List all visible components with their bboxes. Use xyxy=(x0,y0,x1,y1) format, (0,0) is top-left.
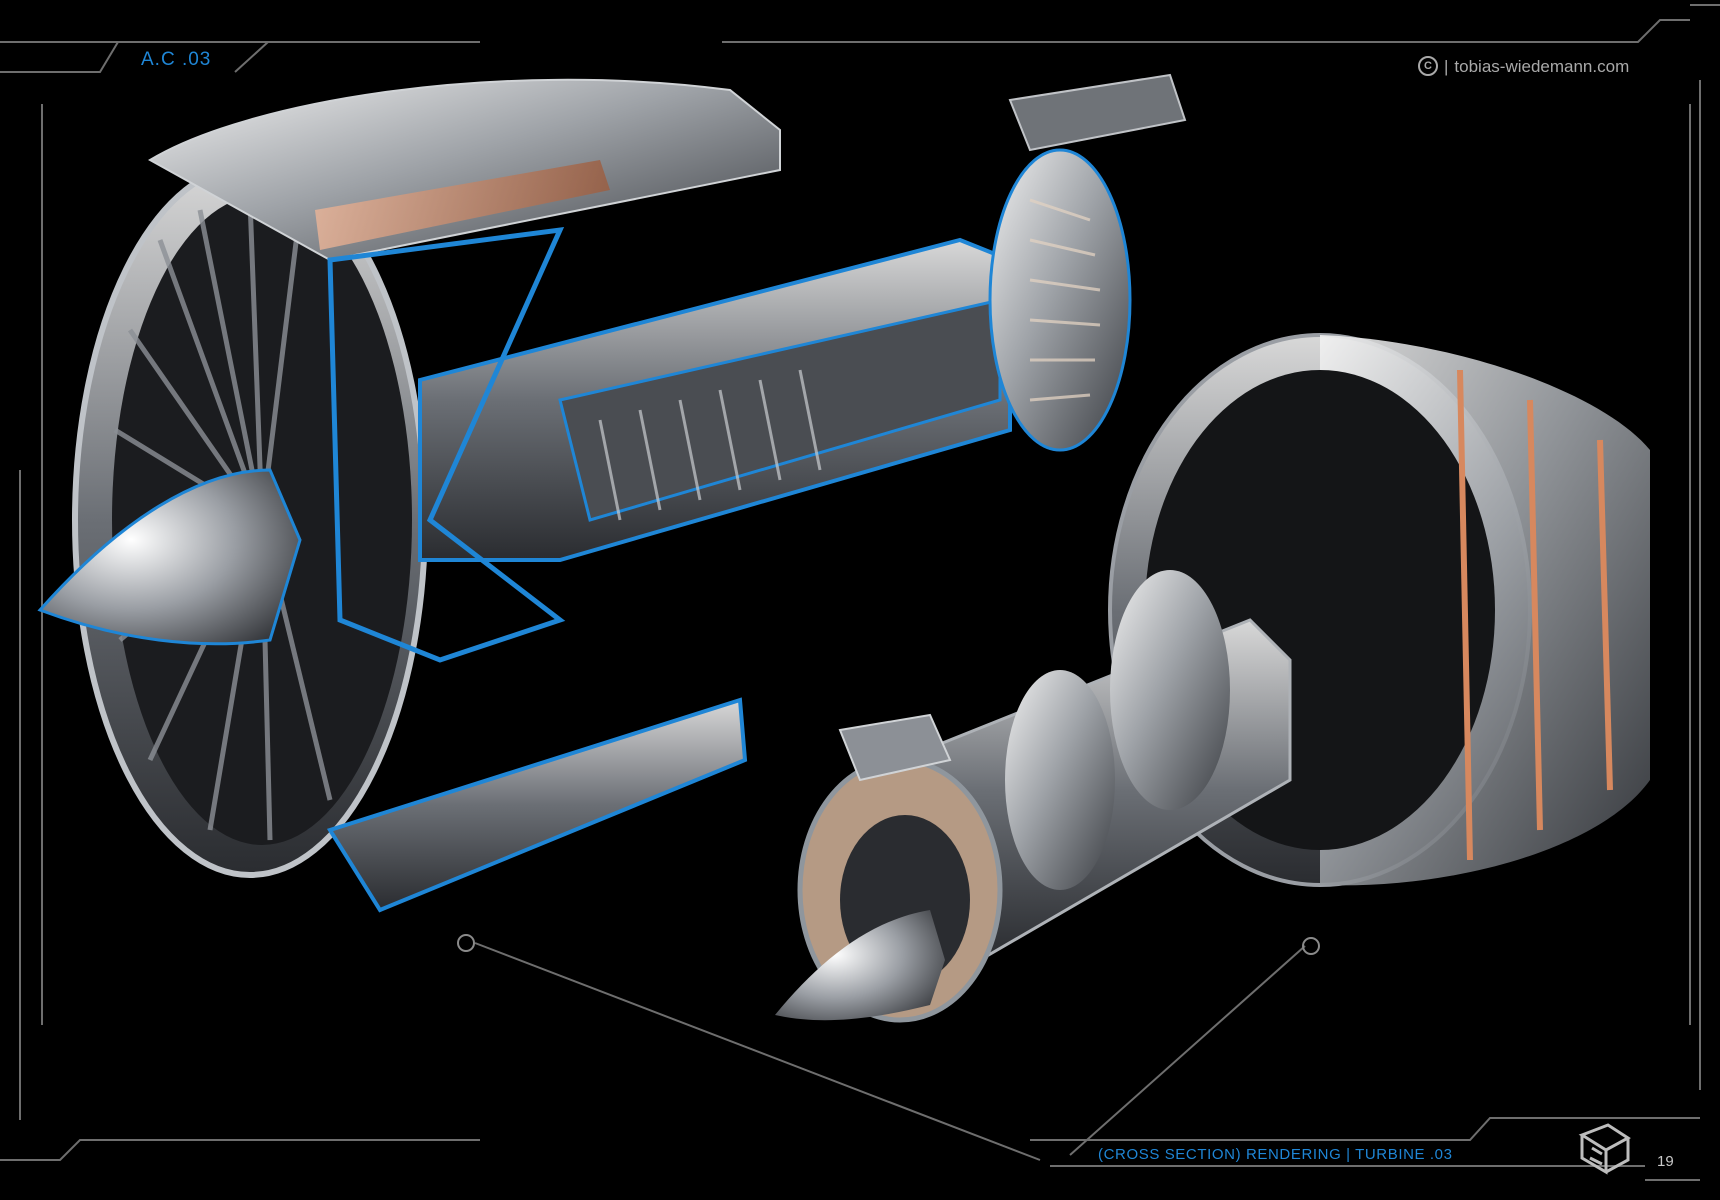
cutaway-engine xyxy=(37,73,1187,913)
exploded-engine xyxy=(775,333,1650,1023)
credit-separator: | xyxy=(1444,56,1449,76)
copyright-icon: C xyxy=(1418,56,1438,76)
credit-line: C | tobias-wiedemann.com xyxy=(1418,56,1629,76)
caption-label: (CROSS SECTION) RENDERING | TURBINE .03 xyxy=(1098,1146,1453,1163)
page-number: 19 xyxy=(1657,1153,1674,1170)
credit-site: tobias-wiedemann.com xyxy=(1454,56,1630,76)
corner-code-label: A.C .03 xyxy=(141,49,212,70)
